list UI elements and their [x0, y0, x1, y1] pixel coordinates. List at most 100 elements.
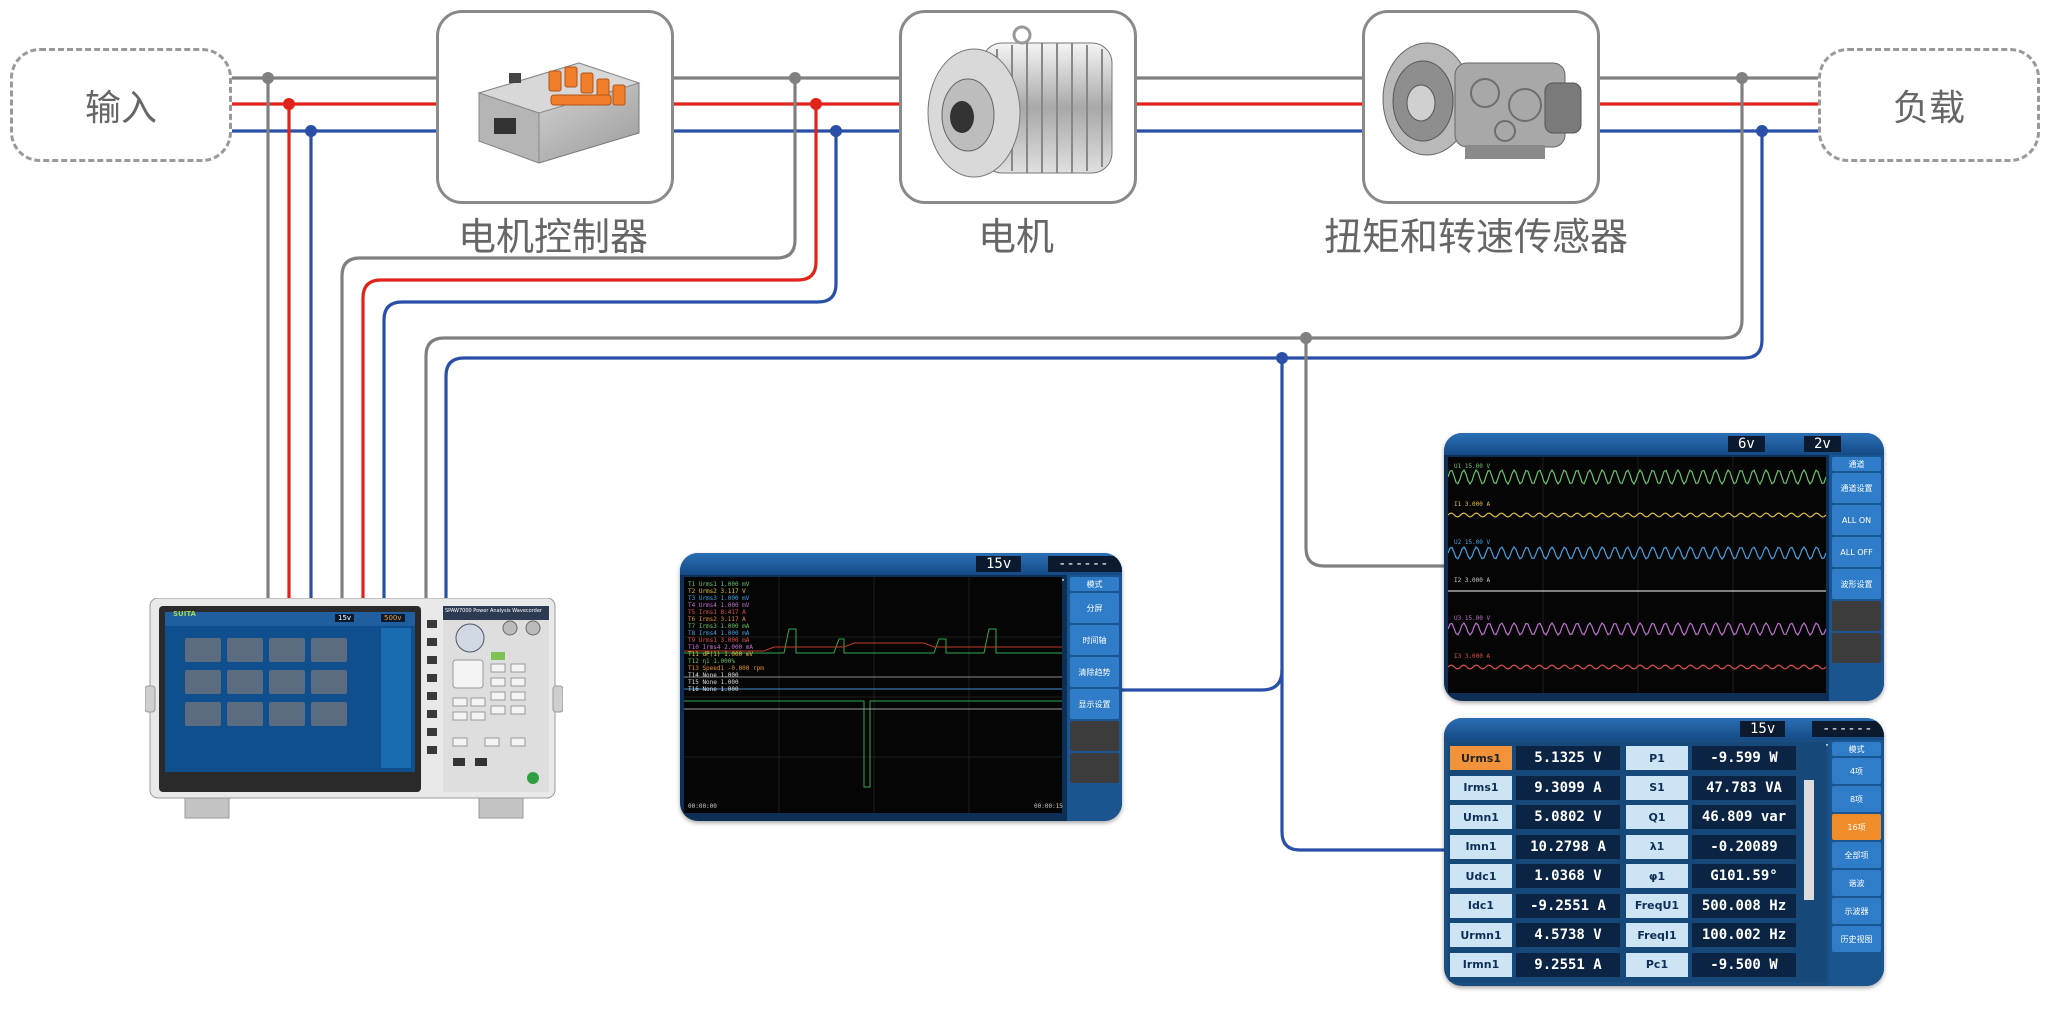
wave-trace	[1448, 545, 1826, 561]
meter-param-label[interactable]: Urms1	[1450, 746, 1512, 770]
meter-side-button[interactable]: 示波器	[1832, 898, 1881, 924]
wave-plot	[1448, 457, 1826, 693]
wave-side-button-blank[interactable]	[1832, 601, 1881, 631]
meter-param-value: 10.2798 A	[1516, 834, 1620, 859]
meter-param-label[interactable]: Irmn1	[1450, 952, 1512, 977]
meter-param-value: G101.59°	[1692, 864, 1796, 888]
meter-param-label[interactable]: Udc1	[1450, 864, 1512, 888]
torque-sensor-box	[1362, 10, 1600, 204]
meter-param-label[interactable]: P1	[1626, 746, 1688, 770]
wave-trace	[1448, 621, 1826, 637]
meter-side-button[interactable]: 模式	[1832, 742, 1881, 756]
trend-trace-label: T12 η1 1.000%	[688, 658, 735, 665]
junction-dot	[283, 98, 295, 110]
wave-side-button[interactable]: 通道	[1832, 457, 1881, 471]
instrument-mini-readout-2: 500v	[381, 614, 405, 622]
meter-param-value: 500.008 Hz	[1692, 893, 1796, 918]
trend-side-button-blank[interactable]	[1070, 721, 1119, 751]
trend-side-button[interactable]: 时间轴	[1070, 625, 1119, 655]
meter-side-button[interactable]: 16项	[1832, 814, 1881, 840]
branch-to-trend-screen	[1118, 356, 1284, 692]
meter-param-value: -9.2551 A	[1516, 893, 1620, 918]
load-node: 负载	[1818, 48, 2040, 162]
junction-dot	[305, 125, 317, 137]
meter-side-button[interactable]: 历史视图	[1832, 926, 1881, 952]
meter-param-value: 5.1325 V	[1516, 746, 1620, 770]
meter-param-value: 9.3099 A	[1516, 775, 1620, 800]
meter-param-label[interactable]: Imn1	[1450, 834, 1512, 859]
trend-side-button-blank[interactable]	[1070, 753, 1119, 783]
wave-readout-1: 6v	[1728, 436, 1765, 452]
motor-box	[899, 10, 1137, 204]
input-label: 输入	[84, 88, 157, 129]
wave-side-button[interactable]: 波形设置	[1832, 569, 1881, 599]
torque-sensor-caption: 扭矩和转速传感器	[1324, 215, 1629, 259]
meter-param-value: 1.0368 V	[1516, 864, 1620, 888]
junction-dot	[1276, 352, 1288, 364]
meter-param-label[interactable]: Pc1	[1626, 952, 1688, 977]
trend-screen: 15v ------- T1 Urms1 1.000 mV T2 Urms2 3…	[680, 553, 1122, 821]
wave-trace	[1448, 468, 1826, 486]
meter-param-value: 9.2551 A	[1516, 952, 1620, 977]
meter-param-label[interactable]: FreqU1	[1626, 893, 1688, 918]
wave-side-button[interactable]: 通道设置	[1832, 473, 1881, 503]
meter-side-button[interactable]: 8项	[1832, 786, 1881, 812]
meter-side-button[interactable]: 4项	[1832, 758, 1881, 784]
motor-image	[927, 25, 1113, 178]
trend-plot	[684, 577, 1062, 813]
wave-sidebar: 通道 通道设置 ALL ON ALL OFF 波形设置	[1829, 455, 1884, 701]
controller-tap-red	[361, 102, 818, 602]
trend-side-button[interactable]: 模式	[1070, 577, 1119, 591]
trend-trace-label: T10 Irms4 2.000 mA	[688, 644, 754, 651]
trend-readout: 15v	[976, 556, 1022, 572]
motor-controller-box	[436, 10, 674, 204]
trend-side-button[interactable]: 清除趋势	[1070, 657, 1119, 687]
junction-dot	[810, 98, 822, 110]
trend-trace-label: T4 Urms4 1.000 mV	[688, 602, 750, 609]
trend-trace-legend: T1 Urms1 1.000 mV T2 Urms2 3.117 V T3 Ur…	[688, 581, 764, 693]
controller-tap-gray	[340, 76, 797, 602]
trend-trace-label: T5 Irms1 8.417 A	[688, 609, 746, 616]
power-analyzer-instrument: SUITA SPAW7000 Power Analysis Wavecorder…	[144, 597, 564, 824]
meter-param-label[interactable]: Irms1	[1450, 775, 1512, 800]
wave-trace	[1448, 512, 1826, 518]
instrument-brand: SUITA	[173, 610, 196, 618]
meter-side-button[interactable]: 谐波	[1832, 870, 1881, 896]
meter-param-label[interactable]: Urmn1	[1450, 923, 1512, 947]
wave-side-button[interactable]: ALL ON	[1832, 505, 1881, 535]
meter-param-value: 100.002 Hz	[1692, 923, 1796, 947]
meter-param-label[interactable]: λ1	[1626, 834, 1688, 859]
trend-trace-label: T13 Speed1 -0.000 rpm	[688, 665, 764, 672]
instrument-body	[144, 597, 564, 819]
trend-trace-label: T7 Irms3 1.000 mA	[688, 623, 750, 630]
trend-time-end: 00:00:15	[1034, 803, 1063, 810]
load-label: 负载	[1892, 88, 1965, 129]
meter-param-label[interactable]: Umn1	[1450, 805, 1512, 829]
trend-trace-label: T15 None 1.000	[688, 679, 739, 686]
meter-param-label[interactable]: φ1	[1626, 864, 1688, 888]
trend-trace-label: T11 dP(1) 1.000 mV	[688, 651, 754, 658]
trend-trace-label: T3 Urms3 1.000 mV	[688, 595, 750, 602]
trend-time-start: 00:00:00	[688, 803, 717, 810]
junction-dot	[830, 125, 842, 137]
meter-param-value: 5.0802 V	[1516, 805, 1620, 829]
meter-param-label[interactable]: S1	[1626, 775, 1688, 800]
meter-readout: 15v	[1740, 721, 1786, 737]
meter-param-label[interactable]: FreqI1	[1626, 923, 1688, 947]
meter-param-label[interactable]: Idc1	[1450, 893, 1512, 918]
wave-readout-2: 2v	[1804, 436, 1841, 452]
sensor-tap-blue	[444, 129, 1764, 602]
meter-scrollbar[interactable]	[1804, 780, 1814, 900]
torque-sensor-image	[1382, 42, 1582, 159]
wave-side-button[interactable]: ALL OFF	[1832, 537, 1881, 567]
trend-side-button[interactable]: 分屏	[1070, 593, 1119, 623]
meter-param-label[interactable]: Q1	[1626, 805, 1688, 829]
trend-trace-label: T6 Irms2 3.117 A	[688, 616, 746, 623]
input-node: 输入	[10, 48, 232, 162]
wave-side-button-blank[interactable]	[1832, 633, 1881, 663]
trend-side-button[interactable]: 显示设置	[1070, 689, 1119, 719]
wave-trace	[1448, 664, 1826, 670]
junction-dot	[1300, 332, 1312, 344]
meter-side-button[interactable]: 全部项	[1832, 842, 1881, 868]
